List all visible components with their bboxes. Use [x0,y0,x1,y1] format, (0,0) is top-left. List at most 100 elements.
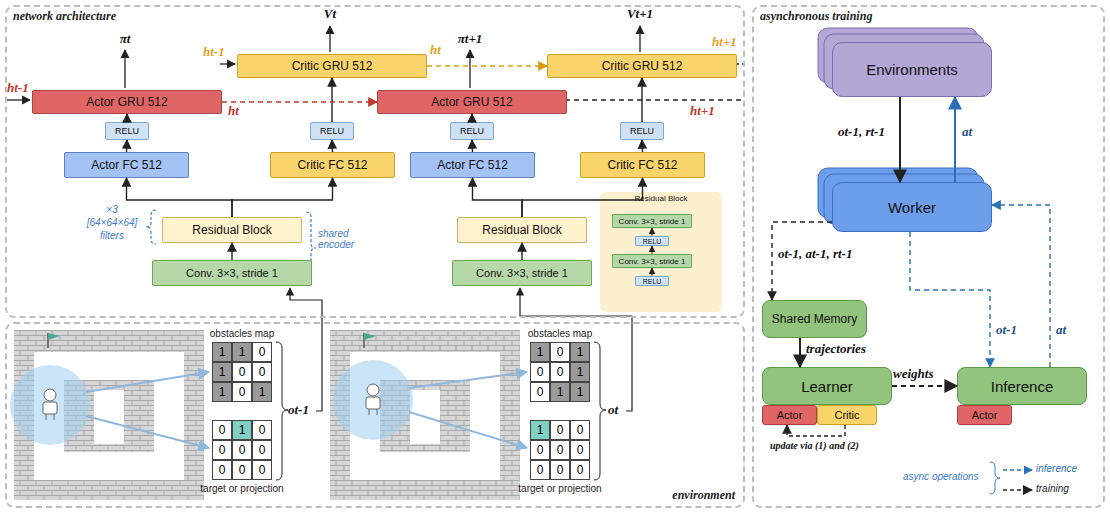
connector [126,140,128,152]
box-label: Environments [866,61,958,78]
box-label: Actor FC 512 [91,158,162,172]
grid-cell: 0 [570,440,590,460]
signal-label: ht+1 [712,34,737,50]
connector [521,243,522,260]
grid-cell: 0 [530,460,550,480]
box-label: Conv. 3×3, stride 1 [186,267,278,279]
box-label: RELU [643,278,662,285]
edge-label: at [962,124,972,140]
gru-box: Actor GRU 512 [32,90,222,114]
connector [127,178,233,217]
gru-box: Critic GRU 512 [547,54,737,78]
connector [126,114,127,122]
box-label: Critic GRU 512 [602,59,683,73]
box-label: RELU [630,126,654,136]
panel: network architectureActor GRU 512Critic … [5,5,745,318]
box-label: Actor [777,409,803,421]
legend-text: inference [1036,463,1077,474]
relu-box: RELU [105,122,149,140]
process-box: Environments [832,42,992,97]
signal-label: ht-1 [203,44,225,60]
connector [231,243,232,260]
edge-label: update via (1) and (2) [770,440,859,451]
grid-cell: 1 [212,342,232,362]
grid-cell: 0 [570,420,590,440]
grid-cell: 1 [212,382,232,402]
connector [992,205,1050,367]
signal-label: ht [228,103,239,119]
edge-label: trajectories [806,341,866,357]
grid-cell: 1 [530,342,550,362]
grid-cell: 0 [550,342,570,362]
fc-box: Actor FC 512 [410,152,535,178]
grid-cell: 1 [570,382,590,402]
connector [473,178,523,217]
box-label: RELU [115,126,139,136]
panel-title: Residual Block [600,194,722,203]
annotation: shared encoder [318,228,366,250]
signal-label: ht+1 [690,103,715,119]
connector [799,338,801,367]
box-label: RELU [460,126,484,136]
grid-cell: 0 [212,440,232,460]
module-box: Actor [957,405,1012,425]
connector [641,78,642,122]
grid-cell: 0 [252,342,272,362]
annotation: target or projection [200,483,283,494]
box-label: Critic [834,409,859,421]
conv-box: Conv. 3×3, stride 1 [452,260,592,286]
box-label: Conv. 3×3, stride 1 [619,257,686,266]
gru-box: Critic GRU 512 [237,54,427,78]
module-box: Critic [817,405,877,425]
signal-label: πt [120,31,131,47]
grid-cell: 0 [252,460,272,480]
grid-cell: 0 [212,420,232,440]
conv-box: Conv. 3×3, stride 1 [612,214,692,228]
grid-cell: 1 [530,420,550,440]
annotation: filters [100,230,124,241]
conv-box: Conv. 3×3, stride 1 [152,260,312,286]
panel: environment [5,322,745,508]
annotation: obstacles map [210,328,274,339]
connector [892,385,957,387]
grid-cell: 0 [232,382,252,402]
connector [471,140,473,152]
box-label: Actor GRU 512 [86,95,167,109]
box-label: Actor [972,409,998,421]
process-box: Shared Memory [762,300,867,338]
box-label: Conv. 3×3, stride 1 [476,267,568,279]
grid-cell: 1 [212,362,232,382]
connector [899,97,901,182]
connector [331,78,332,122]
process-box: Inference [957,367,1087,405]
box-label: Residual Block [482,223,561,237]
connector [787,425,845,436]
box-label: Actor GRU 512 [431,95,512,109]
grid-cell: 1 [232,342,252,362]
box-label: Shared Memory [772,312,857,326]
connector [471,114,472,122]
residual-detail: Residual BlockConv. 3×3, stride 1 RELU Con… [600,192,722,312]
box-label: Residual Block [192,223,271,237]
box-label: Critic GRU 512 [292,59,373,73]
box-label: Conv. 3×3, stride 1 [619,217,686,226]
box-label: Critic FC 512 [297,158,367,172]
gru-box: Actor GRU 512 [377,90,567,114]
signal-label: ot-1 [288,402,309,418]
relu-box: RELU [310,122,354,140]
box-label: Critic FC 512 [607,158,677,172]
signal-label: πt+1 [458,31,483,47]
fc-box: Actor FC 512 [64,152,189,178]
connector [641,140,643,152]
grid-cell: 1 [252,382,272,402]
signal-label: ot [608,402,618,418]
process-box: Worker [832,182,992,232]
grid-cell: 0 [530,382,550,402]
grid-cell: 0 [252,362,272,382]
process-box: Learner [762,367,892,405]
connector [910,232,990,367]
annotation: obstacles map [528,328,592,339]
signal-label: ht-1 [7,80,29,96]
box-label: Learner [801,378,853,395]
